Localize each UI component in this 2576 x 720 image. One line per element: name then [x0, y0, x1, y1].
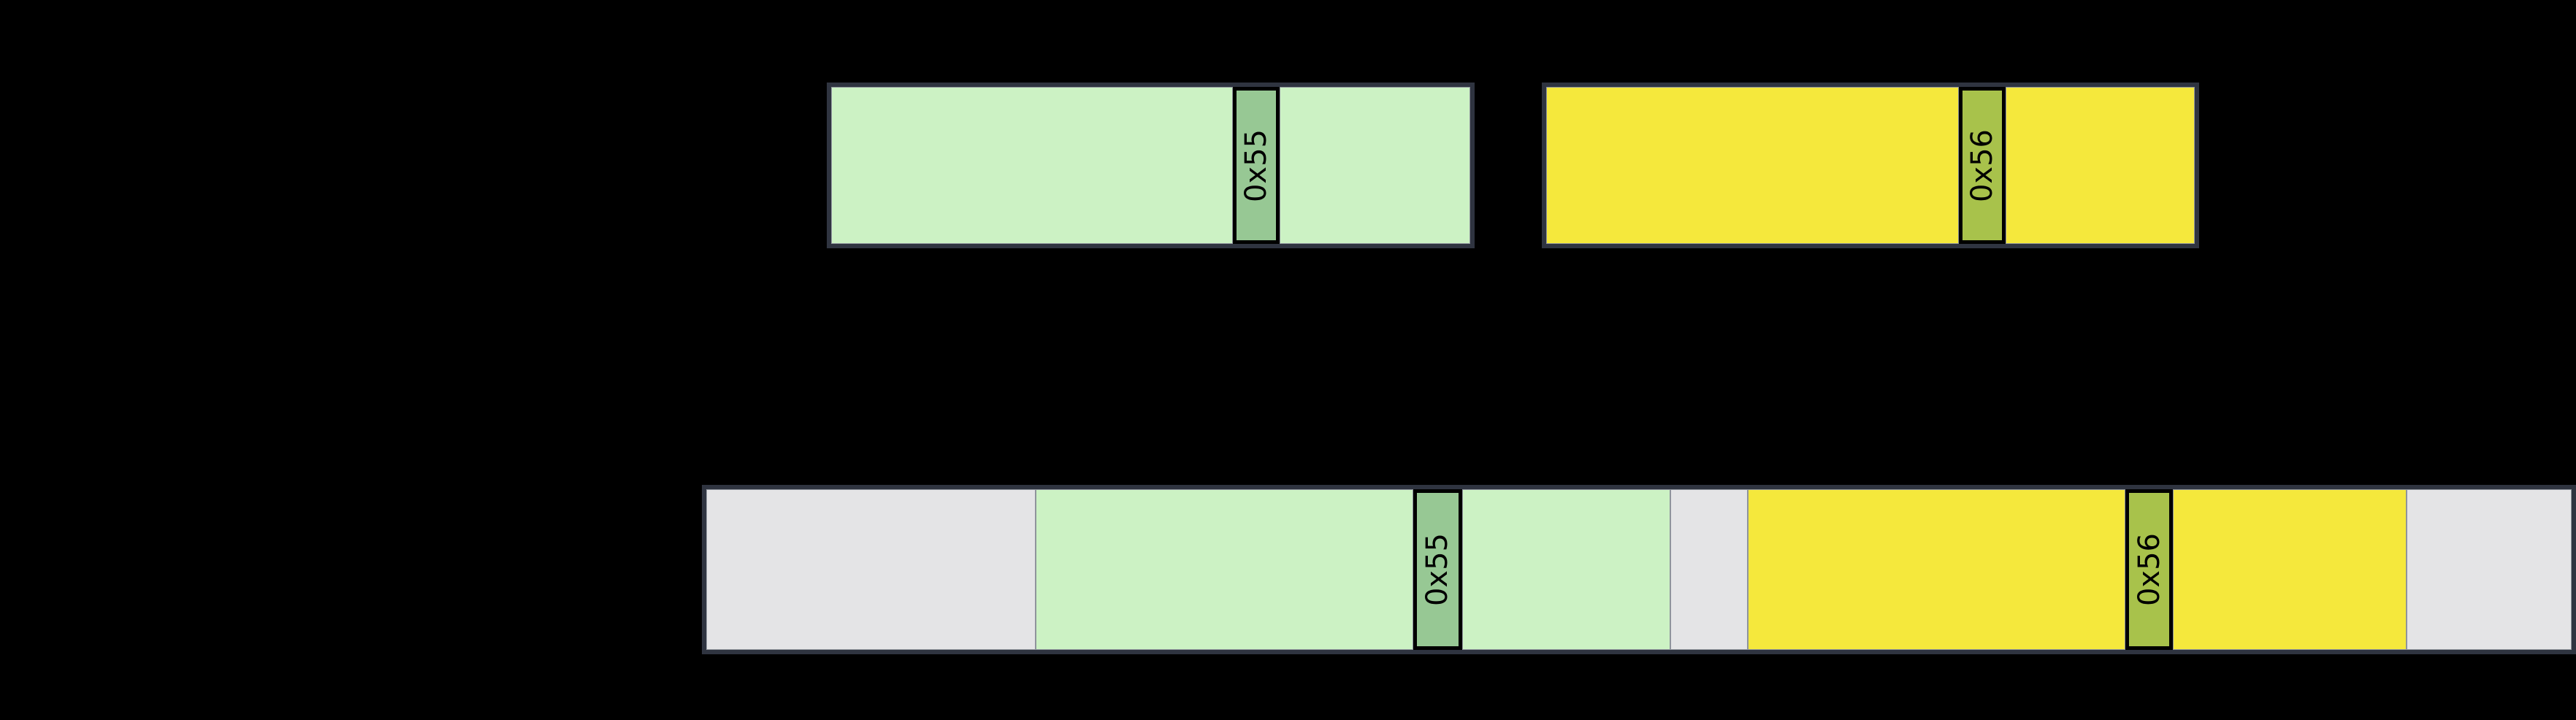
memory-block-gray	[2407, 489, 2572, 650]
address-marker-label: 0x55	[1421, 532, 1455, 607]
memory-block	[831, 87, 1233, 244]
memory-block-green	[1035, 489, 1413, 650]
bottom-combined-strip: 0x55 0x56	[702, 485, 2576, 654]
address-marker-0x56[interactable]: 0x56	[1958, 87, 2006, 244]
memory-block	[2006, 87, 2195, 244]
memory-block	[1546, 87, 1959, 244]
memory-block-green	[1462, 489, 1670, 650]
address-marker-label: 0x56	[2132, 532, 2166, 607]
memory-block-gray	[1670, 489, 1748, 650]
memory-block	[1280, 87, 1470, 244]
memory-block-gray	[706, 489, 1036, 650]
address-marker-0x55[interactable]: 0x55	[1413, 489, 1463, 650]
address-marker-label: 0x55	[1239, 129, 1274, 202]
top-yellow-strip: 0x56	[1542, 83, 2199, 248]
memory-block-yellow	[1748, 489, 2126, 650]
address-marker-0x55[interactable]: 0x55	[1232, 87, 1280, 244]
top-green-strip: 0x55	[827, 83, 1475, 248]
address-marker-label: 0x56	[1965, 129, 2000, 202]
address-marker-0x56[interactable]: 0x56	[2125, 489, 2174, 650]
memory-block-yellow	[2173, 489, 2407, 650]
